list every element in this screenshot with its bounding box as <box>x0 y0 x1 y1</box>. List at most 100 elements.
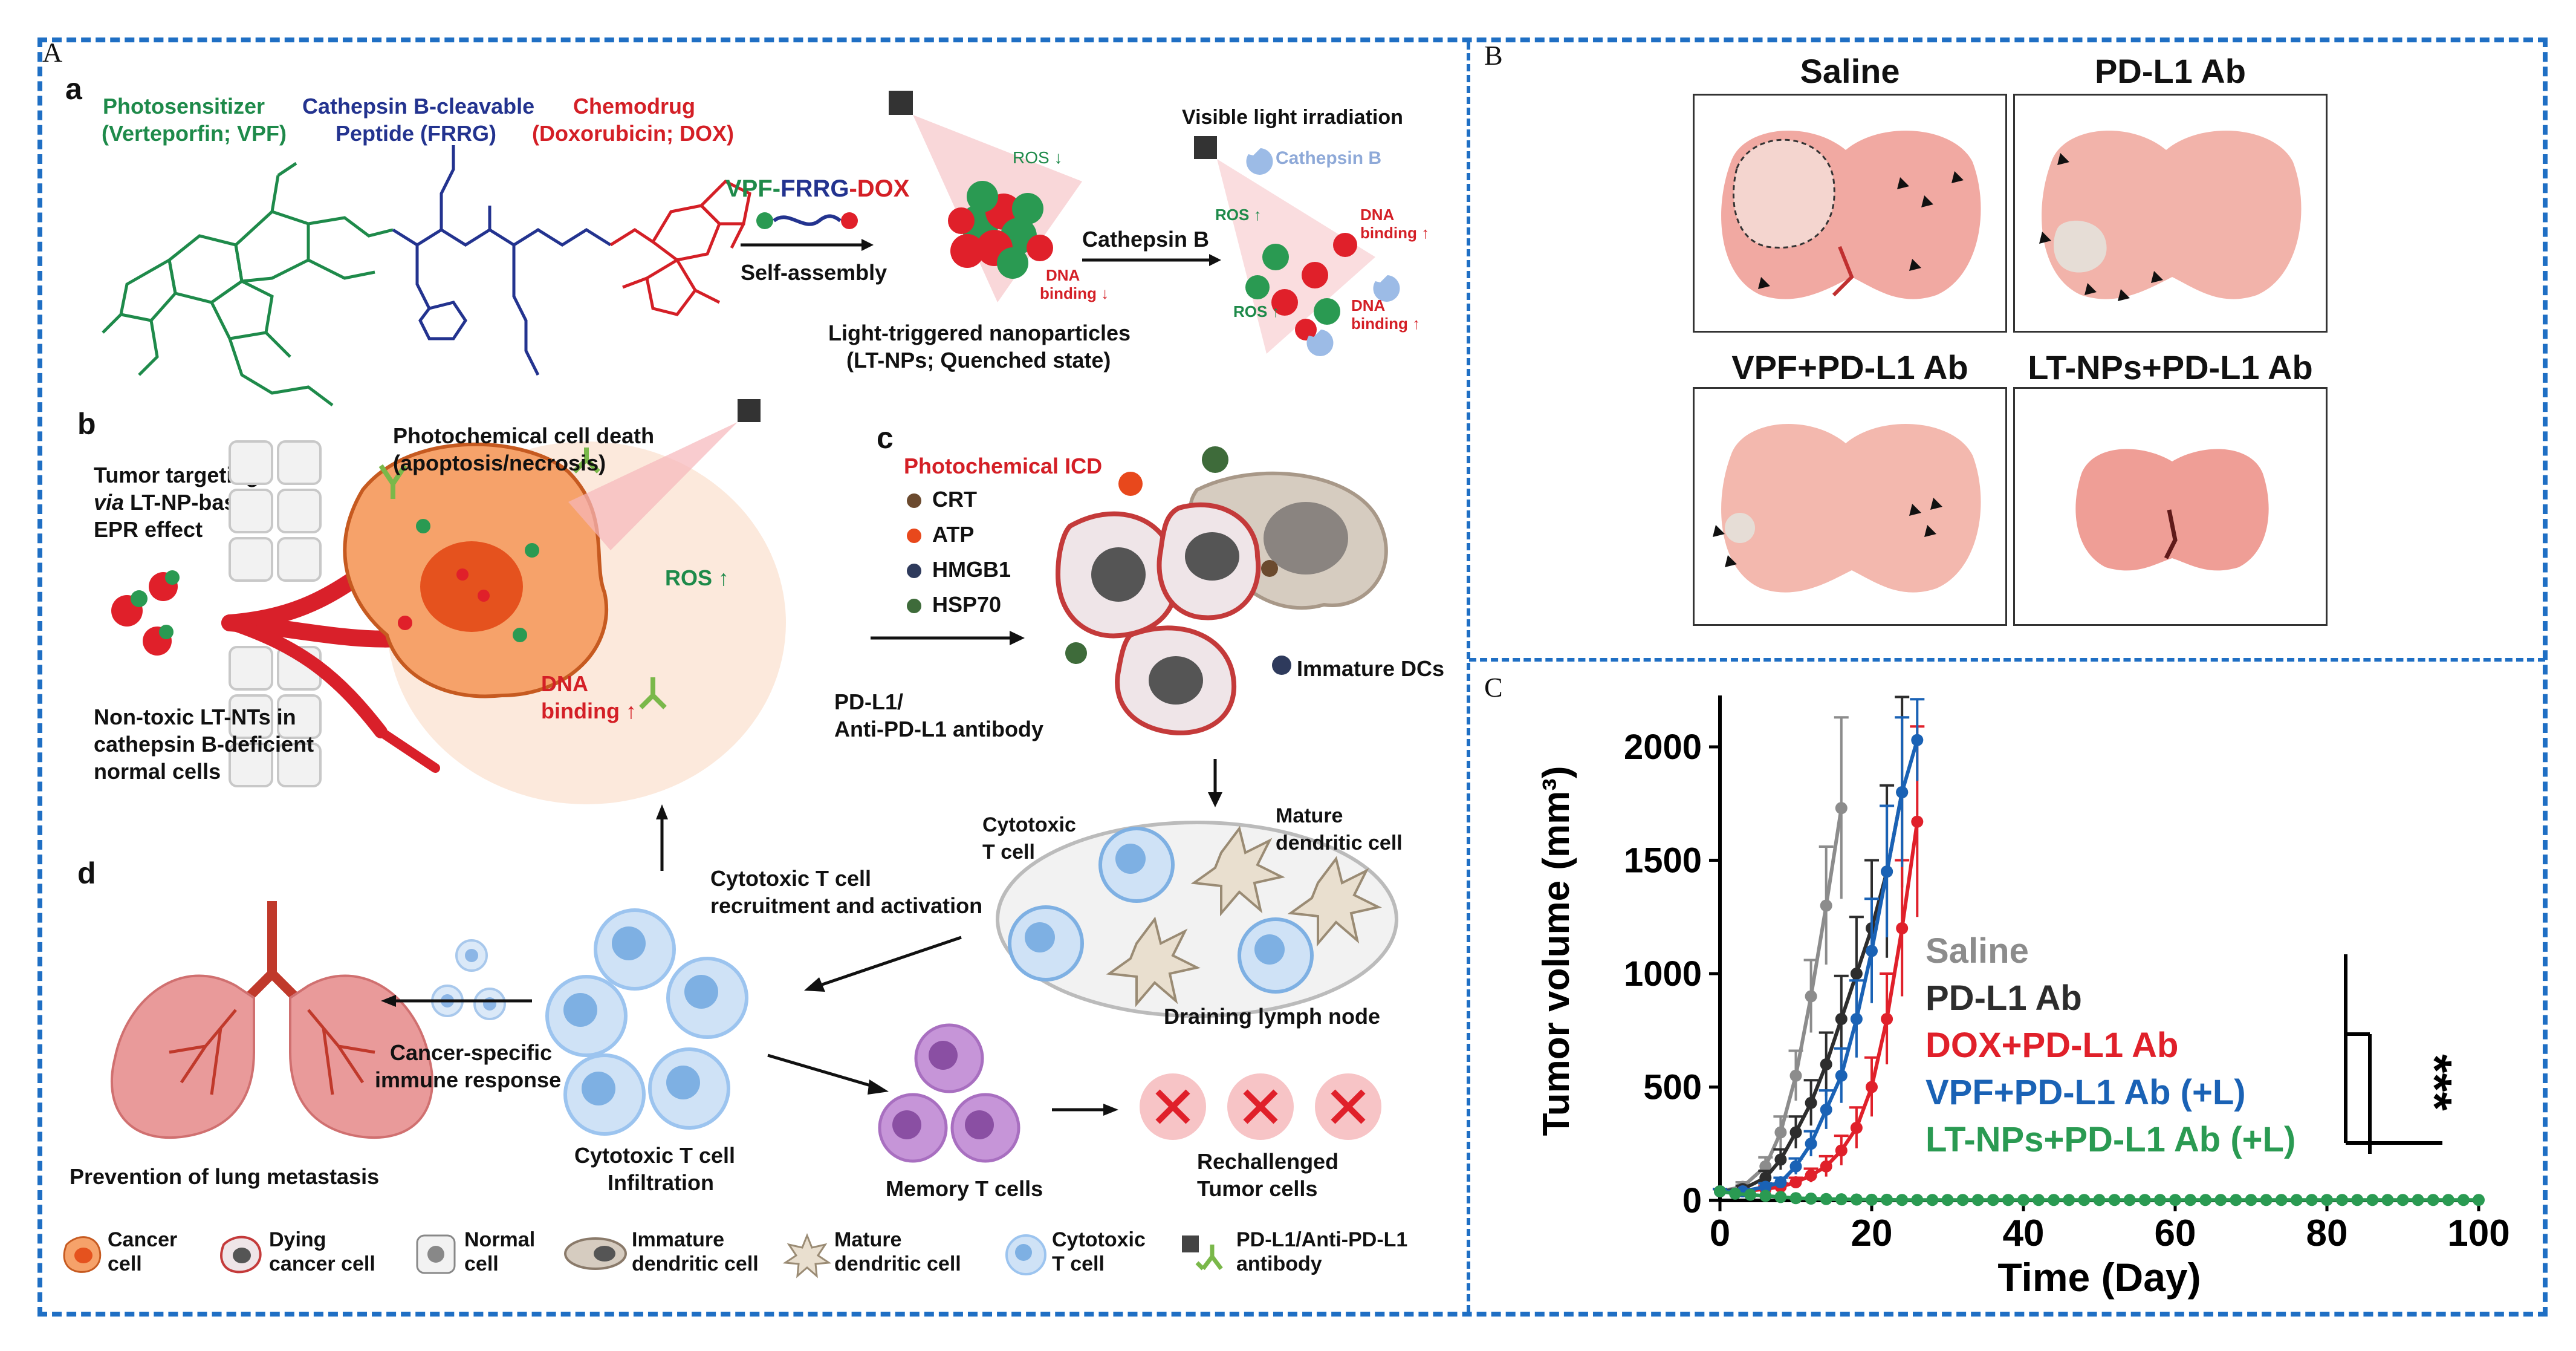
legend-cancer-cell-icon <box>63 1236 102 1273</box>
data-point <box>1911 1194 1924 1206</box>
data-point <box>1956 1194 1969 1206</box>
y-tick-label: 1500 <box>1624 841 1702 881</box>
x-axis-label: Time (Day) <box>1997 1255 2201 1300</box>
data-point <box>2123 1194 2136 1206</box>
data-point <box>1850 1013 1863 1025</box>
memory-arrow <box>767 1053 889 1095</box>
data-point <box>1881 1013 1893 1025</box>
data-point <box>1835 802 1848 815</box>
data-point <box>1941 1194 1954 1206</box>
ros-up-label-2: ROS ↑ <box>1233 302 1280 321</box>
icd-dot-icon <box>907 599 921 614</box>
photo-title-saline: Saline <box>1800 52 1900 90</box>
small-t-cells <box>431 939 506 1020</box>
ros-cell-label: ROS ↑ <box>665 565 730 590</box>
legend-normal-cell-l2: cell <box>464 1252 499 1275</box>
legend-cytotoxic-t-l1: Cytotoxic <box>1052 1228 1146 1251</box>
memory-t-label: Memory T cells <box>886 1176 1043 1201</box>
rechallenged-tumor-cells <box>1140 1073 1381 1140</box>
nontoxic-2: cathepsin B-deficient <box>94 732 314 757</box>
legend-antibody-icon <box>1182 1235 1223 1271</box>
data-point <box>1805 990 1817 1003</box>
data-point <box>2381 1194 2394 1206</box>
data-point <box>1805 1169 1817 1182</box>
data-point <box>1820 1104 1832 1116</box>
legend-immature-dc-l2: dendritic cell <box>632 1252 759 1275</box>
icd-item: ATP <box>907 522 974 547</box>
icd-item: HSP70 <box>907 592 1001 617</box>
icd-item: CRT <box>907 487 977 512</box>
legend-dying-cell-l2: cancer cell <box>269 1252 375 1275</box>
panel-label-b: B <box>1484 40 1503 71</box>
ros-up-label-1: ROS ↑ <box>1215 206 1262 224</box>
nontoxic-3: normal cells <box>94 759 221 784</box>
y-axis-label: Tumor volume (mm³) <box>1536 766 1577 1136</box>
legend-dying-cell-icon <box>220 1235 262 1274</box>
data-point <box>1820 1160 1832 1173</box>
draining-lymph-node <box>996 821 1398 1018</box>
data-point <box>2245 1194 2257 1206</box>
legend-immature-dc-l1: Immature <box>632 1228 725 1251</box>
data-point <box>2366 1194 2379 1206</box>
legend-entry: PD-L1 Ab <box>1926 978 2082 1018</box>
data-point <box>1820 1193 1832 1205</box>
data-point <box>2351 1194 2364 1206</box>
y-tick-label: 2000 <box>1624 728 1702 767</box>
data-point <box>2305 1194 2318 1206</box>
x-tick-label: 40 <box>2003 1213 2045 1254</box>
conjugate-vpf: VPF- <box>725 175 781 202</box>
released-drugs <box>1194 136 1400 356</box>
data-point <box>1835 1193 1848 1206</box>
dna-up-b1: DNA <box>1351 296 1386 314</box>
ros-down-label: ROS ↓ <box>1013 148 1063 167</box>
immune-response-arrow <box>381 995 532 1007</box>
data-point <box>2427 1194 2439 1206</box>
lung-photo-vpf <box>1693 387 2007 626</box>
dc-maturation-arrow <box>1208 759 1222 807</box>
lung-photo-ltnp <box>2013 387 2328 626</box>
cancer-specific-1: Cancer-specific <box>390 1040 553 1065</box>
subpanel-label-d: d <box>77 856 96 890</box>
data-point <box>2230 1194 2242 1206</box>
conjugate-frrg: FRRG <box>780 175 849 202</box>
data-point <box>1820 899 1832 912</box>
data-point <box>1896 922 1909 934</box>
icd-arrow <box>871 631 1025 645</box>
photochem-death-1: Photochemical cell death <box>393 423 655 448</box>
self-assembly-arrow <box>741 239 874 251</box>
data-point <box>1789 1192 1802 1205</box>
y-tick-label: 1000 <box>1624 954 1702 994</box>
data-point <box>1789 1176 1802 1188</box>
data-point <box>1835 1069 1848 1082</box>
legend-entry: Saline <box>1926 931 2029 971</box>
x-tick-label: 100 <box>2447 1213 2509 1254</box>
photo-title-ltnp: LT-NPs+PD-L1 Ab <box>2028 348 2313 386</box>
photo-title-pdl1: PD-L1 Ab <box>2095 52 2246 90</box>
pdl1-label-2: Anti-PD-L1 antibody <box>834 717 1043 741</box>
immature-dc-dot <box>1272 656 1291 675</box>
data-point <box>1789 1160 1802 1173</box>
icd-item-label: CRT <box>932 487 977 512</box>
data-point <box>1987 1194 1999 1206</box>
dna-up-b2: binding ↑ <box>1351 314 1421 333</box>
data-point <box>2321 1194 2333 1206</box>
data-point <box>2473 1194 2485 1206</box>
panel-label-a-upper: A <box>42 37 63 68</box>
icd-dot-icon <box>907 529 921 544</box>
data-point <box>1789 1126 1802 1139</box>
lung-photo-saline <box>1693 94 2007 333</box>
icd-item: HMGB1 <box>907 557 1011 582</box>
data-point <box>1835 1144 1848 1157</box>
memory-t-cells-icon <box>878 1023 1020 1163</box>
data-point <box>1866 1193 1878 1206</box>
prevention-label: Prevention of lung metastasis <box>70 1164 380 1189</box>
cathepsin-arrow <box>1082 254 1221 266</box>
lymph-to-tumor-arrow <box>804 936 962 992</box>
legend-cancer-cell-l1: Cancer <box>108 1228 178 1251</box>
dna-cell-1: DNA <box>541 671 588 696</box>
data-point <box>1759 1180 1772 1193</box>
